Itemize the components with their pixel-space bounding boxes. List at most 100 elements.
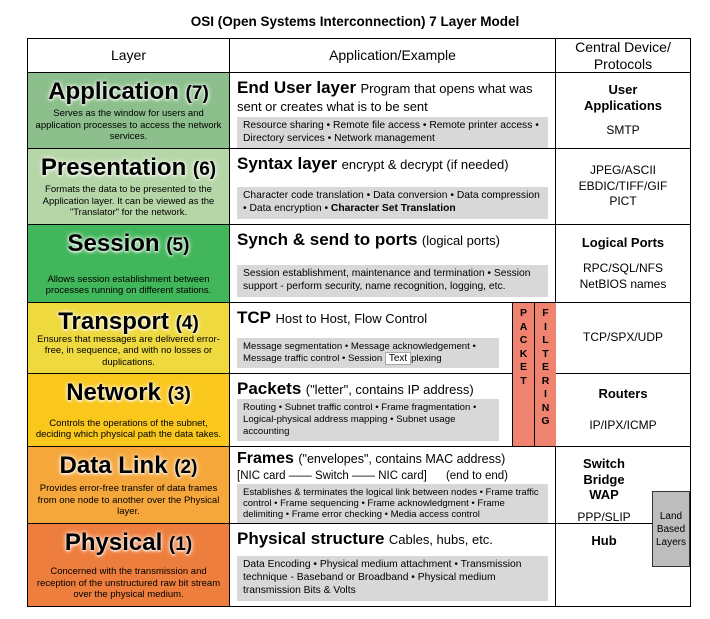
headline-bold: End User layer <box>237 78 357 97</box>
example-headline: Frames ("envelopes", contains MAC addres… <box>237 450 548 484</box>
example-headline: End User layer Program that opens what w… <box>237 78 548 117</box>
device-cell-data-link: Switch Bridge WAP PPP/SLIP <box>556 447 690 524</box>
example-headline: TCP Host to Host, Flow Control <box>237 308 499 328</box>
headline-rest: encrypt & decrypt (if needed) <box>341 157 509 172</box>
page-title: OSI (Open Systems Interconnection) 7 Lay… <box>190 14 520 29</box>
example-details: Establishes & terminates the logical lin… <box>237 483 548 523</box>
example-details: Resource sharing • Remote file access • … <box>237 116 548 148</box>
column-header-central-device-protocols: Central Device/ Protocols <box>556 39 690 73</box>
device-cell-session: Logical Ports RPC/SQL/NFS NetBIOS names <box>556 225 690 303</box>
layer-name: Presentation <box>40 154 187 181</box>
osi-table: Layer Application/Example Central Device… <box>27 38 691 607</box>
headline-bold: Packets <box>237 379 302 398</box>
headline-rest: Host to Host, Flow Control <box>275 311 428 326</box>
example-cell-data-link: Frames ("envelopes", contains MAC addres… <box>230 447 556 524</box>
layer-number: (2) <box>174 457 198 478</box>
headline-bold: Frames <box>237 450 294 467</box>
layer-cell-network: Network (3) Controls the operations of t… <box>28 374 230 447</box>
example-cell-physical: Physical structure Cables, hubs, etc. Da… <box>230 524 556 606</box>
column-header-application-example: Application/Example <box>230 39 556 73</box>
device-names: Switch Bridge WAP <box>583 456 625 503</box>
layer-title-application: Application (7) <box>48 79 209 104</box>
layer-name: Application <box>48 78 179 105</box>
headline-bold: TCP <box>237 308 271 327</box>
example-details: Session establishment, maintenance and t… <box>237 265 548 297</box>
example-headline: Synch & send to ports (logical ports) <box>237 230 548 250</box>
example-headline: Syntax layer encrypt & decrypt (if neede… <box>237 154 548 174</box>
layer-cell-application: Application (7) Serves as the window for… <box>28 73 230 149</box>
headline-rest: ("letter", contains IP address) <box>305 382 474 397</box>
layer-title-physical: Physical (1) <box>65 530 192 555</box>
layer-title-presentation: Presentation (6) <box>41 155 216 180</box>
layer-cell-session: Session (5) Allows session establishment… <box>28 225 230 303</box>
details-text-tail: plexing <box>411 352 442 364</box>
layer-name: Physical <box>64 529 163 556</box>
layer-description: Concerned with the transmission and rece… <box>36 566 221 600</box>
example-headline: Packets ("letter", contains IP address) <box>237 379 499 399</box>
layer-title-network: Network (3) <box>66 380 191 405</box>
example-headline: Physical structure Cables, hubs, etc. <box>237 529 548 549</box>
headline-line1: Frames ("envelopes", contains MAC addres… <box>237 450 548 468</box>
packet-filtering-strip: P A C K E T F I L T E R I N G <box>512 303 556 447</box>
headline-sub: [NIC card —— Switch —— NIC card] (end to… <box>237 470 508 483</box>
example-details: Data Encoding • Physical medium attachme… <box>237 556 548 601</box>
device-protocols: IP/IPX/ICMP <box>589 418 657 433</box>
device-protocols: SMTP <box>606 123 640 138</box>
land-based-layers-box: Land Based Layers <box>652 491 690 567</box>
device-cell-transport: TCP/SPX/UDP <box>556 303 690 374</box>
packet-vertical-label: P A C K E T <box>519 307 528 387</box>
device-cell-network: Routers IP/IPX/ICMP <box>556 374 690 447</box>
example-cell-network: Packets ("letter", contains IP address) … <box>230 374 556 447</box>
example-cell-session: Synch & send to ports (logical ports) Se… <box>230 225 556 303</box>
filtering-vertical-label: F I L T E R I N G <box>534 303 556 446</box>
details-text: Character code translation • Data conver… <box>243 190 540 215</box>
details-text: Resource sharing • Remote file access • … <box>243 119 539 144</box>
layer-name: Data Link <box>59 452 168 479</box>
layer-title-data-link: Data Link (2) <box>60 453 198 478</box>
headline-rest: ("envelopes", contains MAC address) <box>298 452 506 466</box>
column-header-layer: Layer <box>28 39 230 73</box>
layer-description: Provides error-free transfer of data fra… <box>37 483 220 517</box>
layer-cell-transport: Transport (4) Ensures that messages are … <box>28 303 230 374</box>
layer-name: Session <box>67 230 160 257</box>
details-text: Data Encoding • Physical medium attachme… <box>243 559 522 597</box>
details-text-bold: Character Set Translation <box>330 203 456 215</box>
text-overlay-box: Text <box>384 351 412 365</box>
headline-rest: Cables, hubs, etc. <box>388 532 493 547</box>
headline-rest: (logical ports) <box>421 233 500 248</box>
headline-bold: Synch & send to ports <box>237 230 418 249</box>
layer-number: (1) <box>168 534 193 555</box>
device-names: Hub <box>591 533 617 548</box>
headline-bold: Physical structure <box>237 529 385 548</box>
device-protocols: TCP/SPX/UDP <box>582 330 663 345</box>
device-cell-presentation: JPEG/ASCII EBDIC/TIFF/GIF PICT <box>556 149 690 225</box>
device-names: Logical Ports <box>581 234 665 250</box>
example-cell-application: End User layer Program that opens what w… <box>230 73 556 149</box>
layer-name: Transport <box>58 308 169 335</box>
example-cell-presentation: Syntax layer encrypt & decrypt (if neede… <box>230 149 556 225</box>
device-protocols: JPEG/ASCII EBDIC/TIFF/GIF PICT <box>578 163 668 209</box>
device-protocols: RPC/SQL/NFS NetBIOS names <box>579 261 667 291</box>
example-cell-transport: TCP Host to Host, Flow Control Message s… <box>230 303 556 374</box>
device-names: Routers <box>598 386 648 402</box>
device-names: User Applications <box>583 82 662 113</box>
layer-number: (5) <box>166 235 190 256</box>
layer-title-session: Session (5) <box>68 231 190 256</box>
details-text: Establishes & terminates the logical lin… <box>243 486 539 521</box>
layer-number: (3) <box>167 384 191 405</box>
layer-number: (4) <box>175 313 199 334</box>
details-text: Routing • Subnet traffic control • Frame… <box>243 402 477 438</box>
layer-description: Allows session establishment between pro… <box>45 273 212 296</box>
layer-title-transport: Transport (4) <box>58 309 199 334</box>
example-details: Routing • Subnet traffic control • Frame… <box>237 399 499 442</box>
example-details: Message segmentation • Message acknowled… <box>237 337 499 368</box>
layer-cell-data-link: Data Link (2) Provides error-free transf… <box>28 447 230 524</box>
device-protocols: PPP/SLIP <box>577 509 631 524</box>
details-text: Message segmentation • Message acknowled… <box>243 340 476 364</box>
layer-cell-presentation: Presentation (6) Formats the data to be … <box>28 149 230 225</box>
layer-description: Formats the data to be presented to the … <box>42 184 215 218</box>
headline-rest: Program that opens what was sent or crea… <box>237 81 533 115</box>
example-details: Character code translation • Data conver… <box>237 187 548 219</box>
details-text: Session establishment, maintenance and t… <box>243 268 531 293</box>
